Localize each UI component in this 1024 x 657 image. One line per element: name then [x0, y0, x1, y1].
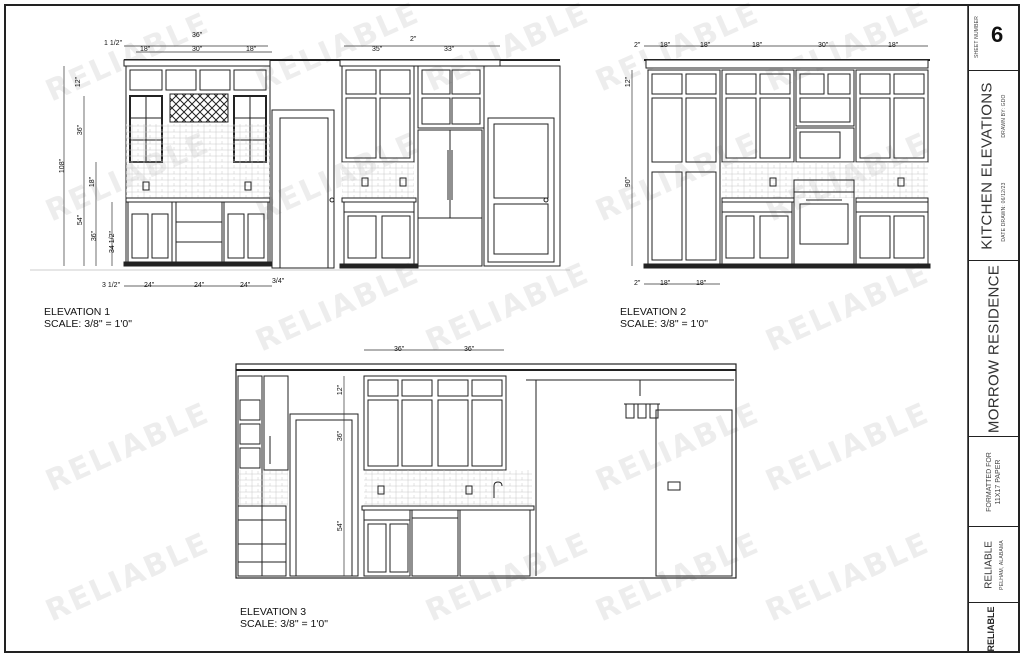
- dim-label: 2": [634, 42, 641, 49]
- sheet-title: KITCHEN ELEVATIONS: [978, 82, 996, 250]
- sheet-number-label: SHEET NUMBER: [974, 15, 980, 59]
- dim-label: 54": [337, 520, 345, 532]
- format-note: FORMATTED FOR 11X17 PAPER: [986, 452, 1002, 512]
- elevation-3-title: ELEVATION 3: [240, 606, 307, 618]
- dim-label: 24": [144, 282, 155, 289]
- dim-label: 18": [140, 46, 151, 53]
- dim-label: 24": [240, 282, 251, 289]
- date-drawn: DATE DRAWN: 06/12/23: [1001, 182, 1007, 242]
- sheet-title-cell: KITCHEN ELEVATIONS DRAWN BY: GDO DATE DR…: [968, 70, 1020, 260]
- sheet-number-cell: SHEET NUMBER 6: [968, 4, 1020, 70]
- dim-label: 24": [194, 282, 205, 289]
- dim-label: 36": [77, 124, 85, 136]
- logo-cell: RELIABLE: [968, 602, 1020, 653]
- dim-label: 36": [464, 346, 475, 353]
- dim-label: 12": [75, 76, 83, 88]
- dim-label: 18": [696, 280, 707, 287]
- dim-label: 54": [77, 214, 85, 226]
- dim-label: 18": [888, 42, 899, 49]
- elevation-3-scale: SCALE: 3/8" = 1'0": [240, 618, 328, 630]
- dim-label: 18": [660, 42, 671, 49]
- dim-label: 18": [89, 176, 97, 188]
- dim-label: 2": [410, 36, 417, 43]
- dim-label: 30": [818, 42, 829, 49]
- drawn-by: DRAWN BY: GDO: [1001, 94, 1007, 138]
- dim-label: 36": [91, 230, 99, 242]
- dim-label: 90": [625, 176, 633, 188]
- dim-label: 1 1/2": [104, 40, 123, 47]
- dim-label: 18": [246, 46, 257, 53]
- dim-label: 18": [752, 42, 763, 49]
- dim-label: 12": [625, 76, 633, 88]
- dim-label: 12": [337, 384, 345, 396]
- dim-label: 36": [337, 430, 345, 442]
- dim-label: 18": [700, 42, 711, 49]
- elevation-2-scale: SCALE: 3/8" = 1'0": [620, 318, 708, 330]
- dim-label: 34 1/2": [108, 231, 116, 253]
- elevation-1-scale: SCALE: 3/8" = 1'0": [44, 318, 132, 330]
- dim-label: 36": [192, 32, 203, 39]
- sheet-number: 6: [991, 22, 1004, 47]
- project-cell: MORROW RESIDENCE: [968, 260, 1020, 436]
- elevation-2-drawing: [631, 45, 931, 285]
- company-cell: RELIABLE PELHAM, ALABAMA: [968, 526, 1020, 602]
- dim-label: 30": [192, 46, 203, 53]
- dim-label: 108": [59, 158, 67, 174]
- dim-label: 3/4": [272, 278, 285, 285]
- dim-label: 35": [372, 46, 383, 53]
- dim-label: 36": [394, 346, 405, 353]
- project-name: MORROW RESIDENCE: [985, 264, 1003, 434]
- elevation-3-drawing: [235, 349, 737, 579]
- drawing-sheet-border: [4, 4, 1020, 653]
- dim-label: 33": [444, 46, 455, 53]
- dim-label: 2": [634, 280, 641, 287]
- company-location: PELHAM, ALABAMA: [999, 540, 1005, 590]
- elevation-1-drawing: [30, 45, 570, 287]
- company-name: RELIABLE: [983, 541, 995, 589]
- format-cell: FORMATTED FOR 11X17 PAPER: [968, 436, 1020, 526]
- elevation-1-title: ELEVATION 1: [44, 306, 111, 318]
- dim-label: 3 1/2": [102, 282, 121, 289]
- dim-label: 18": [660, 280, 671, 287]
- elevation-2-title: ELEVATION 2: [620, 306, 687, 318]
- company-logo: RELIABLE: [986, 606, 996, 651]
- title-block: SHEET NUMBER 6 KITCHEN ELEVATIONS DRAWN …: [968, 4, 1020, 653]
